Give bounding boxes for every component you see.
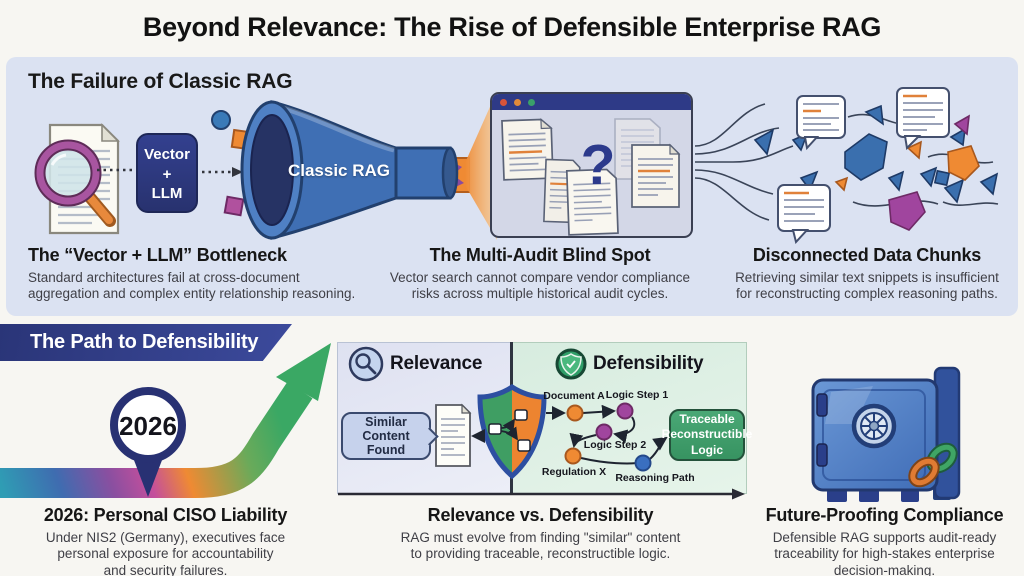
browser-window	[490, 92, 693, 238]
caption-title: Disconnected Data Chunks	[752, 245, 982, 265]
safe-vault-icon	[811, 366, 961, 502]
path-banner: The Path to Defensibility	[0, 324, 292, 361]
ciso-caption: 2026: Personal CISO Liability Under NIS2…	[18, 505, 313, 576]
light-beam	[465, 91, 497, 240]
axis-arrow	[338, 488, 745, 500]
page-title: Beyond Relevance: The Rise of Defensible…	[142, 12, 882, 42]
node-reasoning-path	[634, 454, 652, 472]
classic-rag-funnel	[211, 100, 470, 240]
year-label: 2026	[119, 411, 177, 441]
caption-body: RAG must evolve from finding "similar" c…	[400, 530, 681, 562]
document-icon	[435, 403, 472, 467]
comparison-illustration	[348, 346, 668, 480]
shield-badge-icon	[555, 348, 587, 380]
label-reasoning-path: Reasoning Path	[615, 472, 695, 484]
speech-bubble-icons	[777, 87, 950, 244]
defensibility-heading: Defensibility	[593, 353, 704, 374]
label-regulation-x: Regulation X	[541, 466, 607, 478]
comparison-panel: Relevance Defensibility Similar Content …	[337, 342, 752, 494]
traceable-logic-box: Traceable Reconstructible Logic	[662, 409, 752, 461]
browser-titlebar	[492, 94, 691, 110]
disconnected-chunks-illustration	[694, 87, 999, 244]
caption-title: Relevance vs. Defensibility	[427, 505, 654, 525]
bubble-text: Similar Content Found	[362, 415, 410, 457]
compliance-caption: Future-Proofing Compliance Defensible RA…	[742, 505, 1024, 576]
funnel-label: Classic RAG	[287, 161, 391, 180]
dotted-connector	[97, 168, 135, 172]
caption-body: Under NIS2 (Germany), executives face pe…	[45, 530, 286, 576]
caption-title: Future-Proofing Compliance	[765, 505, 1004, 525]
magnifier-document-icon	[34, 123, 120, 235]
relevance-vs-defensibility-caption: Relevance vs. Defensibility RAG must evo…	[358, 505, 723, 563]
red-dot-icon	[500, 98, 507, 106]
caption-body: Standard architectures fail at cross-doc…	[28, 270, 356, 302]
caption-title: The “Vector + LLM” Bottleneck	[28, 245, 287, 265]
node-logic-step-1	[616, 402, 634, 420]
vector-llm-box: Vector + LLM	[136, 133, 198, 213]
dotted-arrow	[202, 167, 243, 177]
failure-heading: The Failure of Classic RAG	[28, 70, 293, 93]
caption-body: Defensible RAG supports audit-ready trac…	[772, 530, 997, 576]
caption-title: The Multi-Audit Blind Spot	[429, 245, 651, 265]
node-regulation-x	[564, 447, 582, 465]
blindspot-caption: The Multi-Audit Blind Spot Vector search…	[380, 245, 700, 303]
label-document-a: Document A	[543, 390, 605, 402]
node-logic-step-2	[595, 423, 613, 441]
label-logic-step-1: Logic Step 1	[605, 389, 669, 401]
orange-dot-icon	[514, 98, 521, 106]
label-logic-step-2: Logic Step 2	[583, 439, 647, 451]
year-pin	[110, 387, 186, 497]
rainbow-arrow	[0, 343, 331, 498]
magnifier-icon	[348, 346, 384, 382]
caption-title: 2026: Personal CISO Liability	[43, 505, 288, 525]
green-dot-icon	[528, 98, 535, 106]
caption-body: Vector search cannot compare vendor comp…	[389, 270, 691, 302]
chunks-caption: Disconnected Data Chunks Retrieving simi…	[712, 245, 1022, 303]
similar-content-bubble: Similar Content Found	[341, 412, 439, 460]
question-mark: ?	[580, 133, 616, 197]
relevance-heading: Relevance	[390, 353, 483, 374]
bottleneck-caption: The “Vector + LLM” Bottleneck Standard a…	[28, 245, 358, 303]
split-shield-icon	[477, 383, 547, 480]
node-document-a	[566, 404, 584, 422]
chain-icon	[908, 442, 958, 488]
caption-body: Retrieving similar text snippets is insu…	[735, 270, 999, 302]
browser-documents-illustration	[501, 118, 681, 236]
